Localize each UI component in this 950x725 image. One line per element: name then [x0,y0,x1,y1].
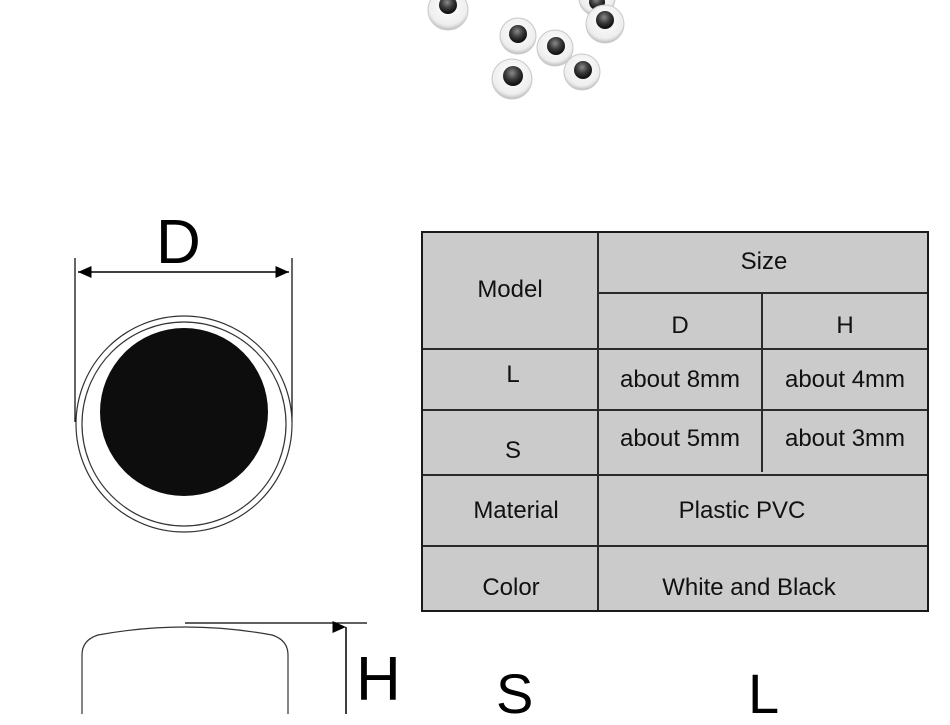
pupil-disc [100,328,268,496]
diameter-drawing [74,258,293,533]
table-divider [597,233,599,610]
googly-eye [536,29,574,67]
googly-eye [491,58,533,100]
eye-side-profile [81,626,289,714]
color-value: White and Black [662,573,836,601]
diameter-diagram: D [60,200,310,545]
model-s-diameter: about 5mm [619,424,741,452]
diameter-label: D [156,208,201,277]
table-divider [423,545,927,547]
googly-eye [585,4,625,44]
model-l-cell: L [506,360,520,388]
googly-eye [563,53,601,91]
size-header: Size [740,247,788,275]
model-l-diameter: about 8mm [619,365,741,393]
table-divider [423,474,927,476]
product-photo [427,0,625,100]
height-label: H [356,645,401,714]
model-l-height: about 4mm [784,365,906,393]
spec-table: Model Size D H L about 8mm about 4mm S a… [421,231,929,612]
googly-eye [499,17,537,55]
column-d-header: D [671,311,689,339]
column-h-header: H [836,311,854,339]
model-s-cell: S [504,436,521,464]
googly-eye [427,0,469,31]
size-s-label: S [496,662,534,725]
material-label: Material [473,496,559,524]
model-s-height: about 3mm [784,424,906,452]
table-divider [423,409,927,411]
model-header: Model [477,275,543,303]
table-divider [423,348,927,350]
size-l-label: L [748,662,780,725]
table-divider [761,292,763,472]
height-drawing [81,621,367,714]
material-value: Plastic PVC [678,496,806,524]
color-label: Color [482,573,540,601]
height-diagram: H [60,615,420,714]
